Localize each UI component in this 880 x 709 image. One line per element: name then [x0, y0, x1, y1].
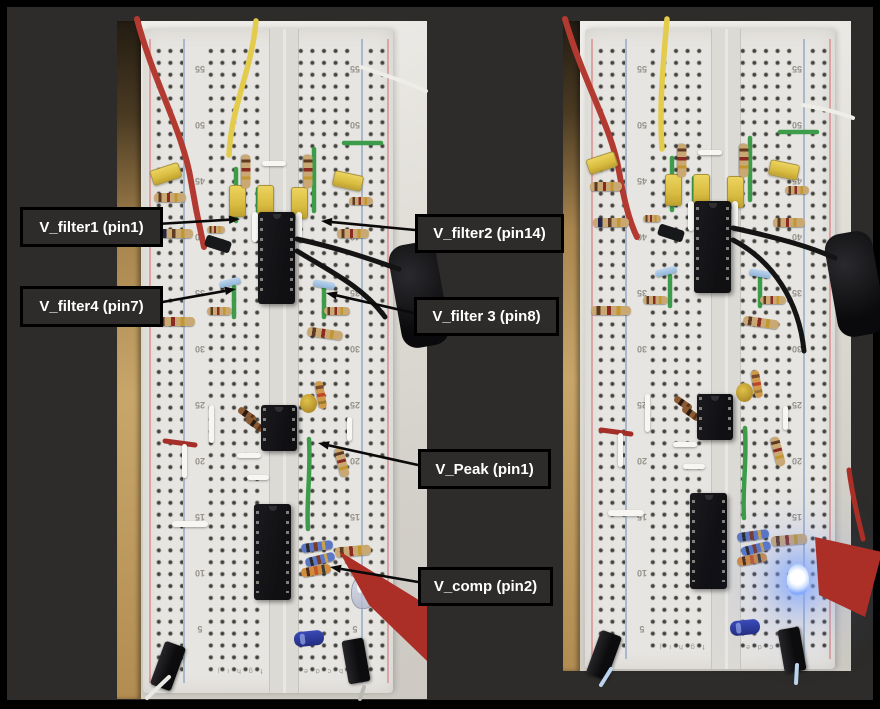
breadboard: 5550454035302520151055550454035302520151… — [143, 29, 393, 693]
jumper-white — [262, 161, 286, 166]
breadboard-photo-left: 5550454035302520151055550454035302520151… — [117, 16, 452, 701]
disc-capacitor — [736, 383, 753, 402]
wire — [226, 18, 259, 158]
rail-line — [149, 39, 151, 683]
ic-chip — [697, 394, 733, 440]
wire — [730, 225, 838, 261]
jumper-white — [182, 444, 187, 478]
ic-notch — [711, 396, 719, 401]
ic-chip — [254, 504, 291, 600]
resistor — [349, 197, 373, 205]
annotation-label-v-peak: V_Peak (pin1) — [418, 449, 551, 489]
resistor — [591, 306, 631, 315]
annotation-label-v-comp: V_comp (pin2) — [418, 567, 553, 606]
jumper-white — [673, 442, 697, 447]
wire — [846, 467, 866, 542]
breadboard-photo-right: 5550454035302520151055550454035302520151… — [562, 16, 880, 687]
rail-line — [361, 39, 363, 683]
figure-canvas: 5550454035302520151055550454035302520151… — [7, 7, 880, 701]
resistor — [643, 296, 668, 304]
annotation-label-v-filter1: V_filter1 (pin1) — [20, 207, 163, 247]
annotation-label-v-filter4: V_filter4 (pin7) — [20, 286, 163, 327]
jumper-white — [683, 464, 705, 469]
ic-chip — [690, 493, 727, 589]
resistor — [337, 229, 369, 238]
jumper-white — [618, 433, 623, 467]
resistor — [785, 186, 809, 194]
resistor — [207, 307, 232, 315]
wires-over — [599, 225, 880, 687]
annotation-label-v-filter2: V_filter2 (pin14) — [415, 214, 564, 253]
rail-line — [387, 39, 389, 683]
annotation-label-v-filter3: V_filter 3 (pin8) — [414, 297, 559, 336]
led-lit — [787, 564, 809, 596]
wire — [359, 65, 428, 93]
wood-strip — [117, 21, 141, 699]
resistor — [773, 218, 805, 227]
jumper-white — [237, 453, 261, 458]
resistor — [155, 317, 195, 326]
wire — [658, 16, 670, 152]
resistor — [760, 296, 786, 304]
rail-line — [625, 39, 627, 659]
jumper-white — [688, 201, 694, 231]
capacitor-yellow — [665, 174, 682, 206]
wire — [294, 236, 402, 272]
jumper-white — [698, 150, 722, 155]
red-clip-lead — [339, 551, 427, 661]
ic-chip — [694, 201, 731, 293]
resistor — [590, 182, 622, 191]
wire — [134, 16, 207, 250]
wires-under — [134, 16, 428, 532]
rail-line — [183, 39, 185, 683]
jumper-white — [645, 394, 650, 432]
ic-chip — [258, 212, 295, 304]
ic-notch — [272, 214, 281, 219]
wire — [162, 438, 198, 448]
jumper-white — [172, 521, 208, 527]
jumper-white — [247, 475, 269, 480]
ic-notch — [275, 407, 283, 412]
wires-over — [145, 236, 427, 701]
ic-notch — [704, 495, 713, 500]
wire — [741, 425, 748, 521]
resistor — [207, 226, 225, 233]
jumper-white — [732, 201, 738, 231]
jumper-white — [347, 417, 352, 441]
wire — [145, 675, 171, 700]
wire — [358, 685, 366, 701]
wire — [598, 427, 634, 437]
wire — [801, 103, 855, 120]
wood-strip — [563, 21, 580, 671]
resistor — [643, 215, 661, 222]
breadboard: 5550454035302520151055550454035302520151… — [585, 29, 835, 669]
jumper-white — [209, 405, 214, 443]
jumper-white — [296, 212, 302, 242]
wire — [599, 667, 613, 687]
resistor — [154, 193, 186, 202]
ic-notch — [708, 203, 717, 208]
resistor — [157, 229, 193, 238]
ic-chip — [261, 405, 297, 451]
disc-capacitor — [300, 394, 317, 413]
resistor — [593, 218, 629, 227]
rail-line — [591, 39, 593, 659]
red-clip-lead — [815, 537, 880, 617]
wire — [305, 436, 312, 532]
jumper-white — [783, 406, 788, 430]
jumper-white — [608, 510, 644, 516]
jumper-white — [252, 212, 258, 242]
wire — [730, 237, 807, 354]
wire — [794, 663, 799, 685]
hole-grid — [153, 45, 183, 677]
ic-notch — [268, 506, 277, 511]
rail-line — [829, 39, 831, 659]
